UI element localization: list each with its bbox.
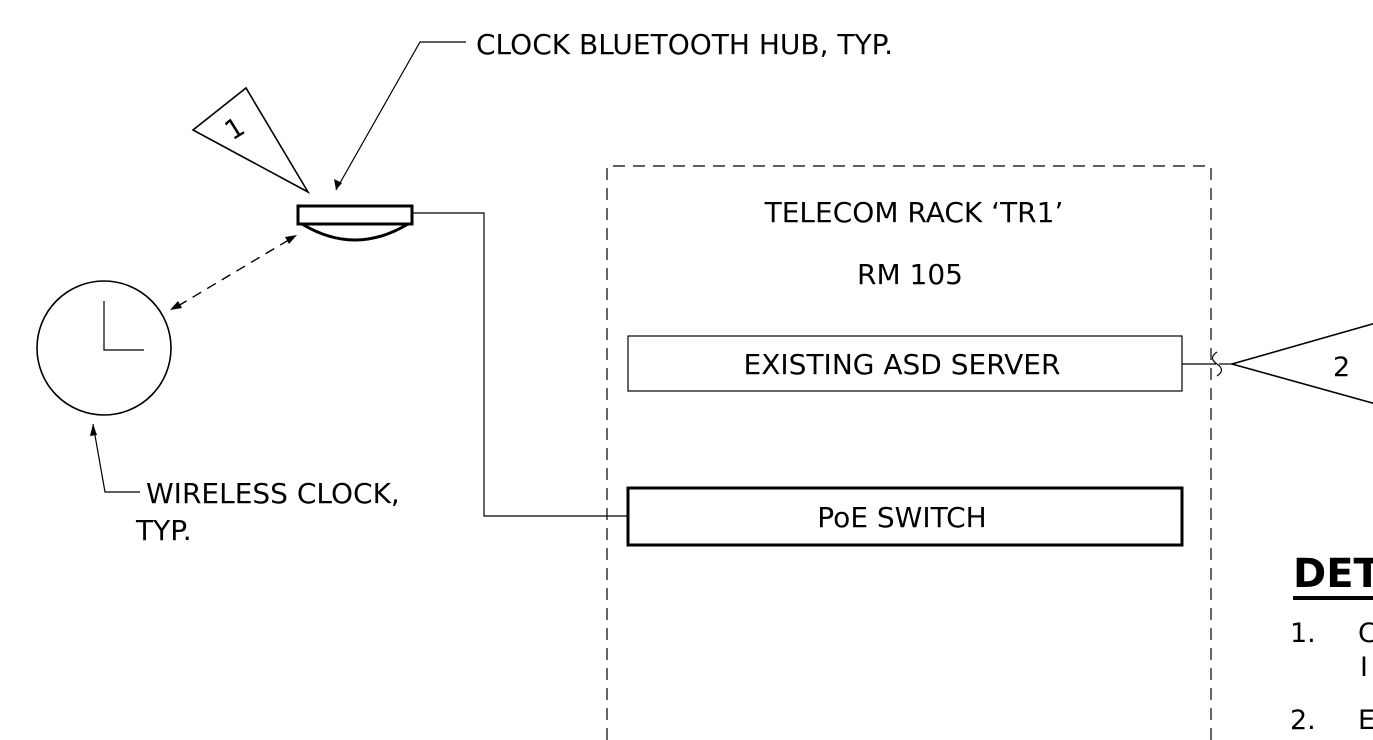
wireless-clock-leader — [92, 423, 140, 493]
wireless-link-arrow-hub — [285, 235, 297, 244]
wireless-clock-callout: WIRELESS CLOCK, TYP. — [90, 423, 400, 547]
server-link-break-symbol — [1211, 351, 1223, 377]
keynote-tag-1-triangle — [191, 86, 311, 195]
clock-face — [36, 280, 172, 416]
note-1-line1: C — [1358, 618, 1373, 649]
note-2-number: 2. — [1290, 705, 1316, 736]
notes-heading: DET — [1293, 551, 1373, 597]
clock-hub-leader — [335, 41, 466, 191]
wireless-clock-label-line2: TYP. — [135, 514, 192, 547]
clock-hub-label: CLOCK BLUETOOTH HUB, TYP. — [476, 28, 893, 61]
clock-hub-symbol — [296, 204, 414, 242]
note-1-line2: I — [1360, 652, 1368, 683]
keynote-tag-1-label: 1 — [220, 111, 251, 146]
poe-switch-box — [626, 486, 1184, 547]
note-1-number: 1. — [1290, 618, 1316, 649]
clock-hub-dome — [301, 222, 409, 242]
wireless-link-line — [177, 237, 293, 307]
keynote-tag-2: 2 — [1229, 323, 1373, 404]
poe-switch-label: PoE SWITCH — [817, 501, 986, 534]
telecom-rack-title: TELECOM RACK ‘TR1’ — [764, 196, 1064, 229]
wireless-clock-leader-arrowhead — [90, 424, 97, 436]
telecom-rack: TELECOM RACK ‘TR1’ RM 105 EXISTING ASD S… — [606, 165, 1212, 740]
telecom-rack-boundary — [606, 165, 1212, 740]
telecom-rack-room: RM 105 — [857, 258, 963, 291]
existing-asd-server-label: EXISTING ASD SERVER — [744, 348, 1061, 381]
notes-section: DET 1. C I 2. E — [1290, 551, 1373, 736]
wireless-clock-label-line1: WIRELESS CLOCK, — [146, 477, 400, 510]
clock-hands — [103, 301, 144, 351]
clock-hub-leader-arrowhead — [334, 179, 342, 190]
clock-hub-callout: CLOCK BLUETOOTH HUB, TYP. — [334, 28, 893, 191]
hub-to-switch-cable — [412, 212, 628, 517]
keynote-tag-1: 1 — [191, 86, 311, 195]
wireless-link-arrow-clock — [170, 301, 182, 310]
server-link — [1182, 351, 1232, 377]
wireless-link — [170, 235, 297, 310]
keynote-tag-2-triangle — [1229, 323, 1373, 404]
wireless-clock-symbol — [36, 280, 172, 416]
note-2-line1: E — [1358, 705, 1373, 736]
keynote-tag-2-label: 2 — [1333, 352, 1350, 383]
clock-hub-body — [296, 204, 414, 226]
